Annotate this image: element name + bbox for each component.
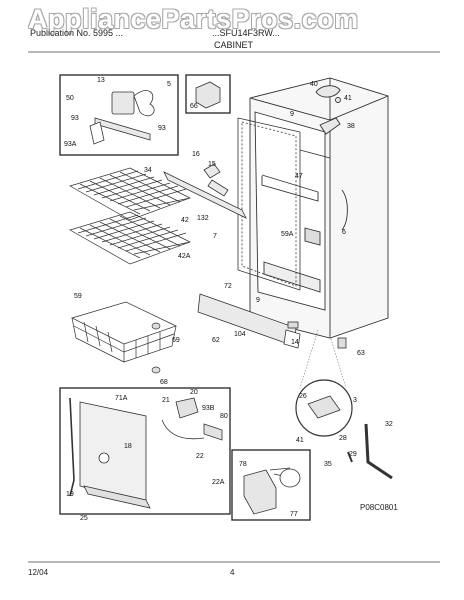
watermark: AppliancePartsPros.com [28,4,359,34]
callout: 9 [290,111,294,118]
callout: 41 [344,95,352,102]
callout: 28 [339,435,347,442]
callout: 50 [66,95,74,102]
top-hinge [315,85,341,135]
callout: 34 [144,167,152,174]
callout: 5 [167,81,171,88]
callout: 132 [197,215,209,222]
diagram-code: P08C0801 [360,503,398,512]
callout: 7 [213,233,217,240]
callout: 15 [208,161,216,168]
fan-motor-inset [59,74,179,156]
publication-number: Publication No. 5995 ... [30,28,124,38]
callout: 71A [115,395,128,402]
fan-motor [89,90,155,145]
callout: 93 [158,125,166,132]
callout: 20 [190,389,198,396]
callout: 22 [196,453,204,460]
callout: 9 [256,297,260,304]
callout: 41 [296,437,304,444]
callout: 42 [181,217,189,224]
callout: 42A [178,253,191,260]
callout: 29 [349,451,357,458]
control-panel [69,397,151,509]
callout: 14 [291,339,299,346]
toe-grille [197,293,301,349]
callout: 18 [124,443,132,450]
callout: 38 [347,123,355,130]
leveling-leg [287,321,347,349]
callout: 59 [74,293,82,300]
callout: 16 [192,151,200,158]
callout: 19 [66,491,74,498]
callout: 3 [353,397,357,404]
callout: 21 [162,397,170,404]
callout: 93B [202,405,215,412]
callout: 80 [220,413,228,420]
callout: 40 [310,81,318,88]
section-title: CABINET [214,40,254,50]
callout: 13 [97,77,105,84]
callout: 32 [385,421,393,428]
callout: 93A [64,141,77,148]
callout: 47 [295,173,303,180]
callout: 6 [342,229,346,236]
callout-labels: 13 5 50 93 93A 93 66 40 41 9 38 16 15 34… [64,77,393,522]
page-number: 4 [230,568,235,577]
callout: 72 [224,283,232,290]
callout: 104 [234,331,246,338]
callout: 25 [80,515,88,522]
wire-basket [71,301,177,363]
evaporator-cover [163,163,247,219]
damper-inset [185,74,231,114]
thermostat [161,397,223,441]
callout: 78 [239,461,247,468]
control-panel-inset [59,387,231,515]
callout: 66 [190,103,198,110]
model-number: ...SFU14F3RW... [212,28,280,38]
callout: 69 [172,337,180,344]
callout: 26 [299,393,307,400]
callout: 68 [160,379,168,386]
callout: 62 [212,337,220,344]
callout: 59A [281,231,294,238]
relay-cover [243,467,301,515]
callout: 77 [290,511,298,518]
cabinet-body [249,77,389,339]
compressor-relay-inset [231,449,311,521]
footer-date: 12/04 [28,568,49,577]
callout: 22A [212,479,225,486]
callout: 35 [324,461,332,468]
wire-shelf-upper [69,167,191,221]
callout: 93 [71,115,79,122]
door-gasket-strips [237,117,301,291]
wire-shelf-lower [69,211,191,265]
callout: 63 [357,350,365,357]
